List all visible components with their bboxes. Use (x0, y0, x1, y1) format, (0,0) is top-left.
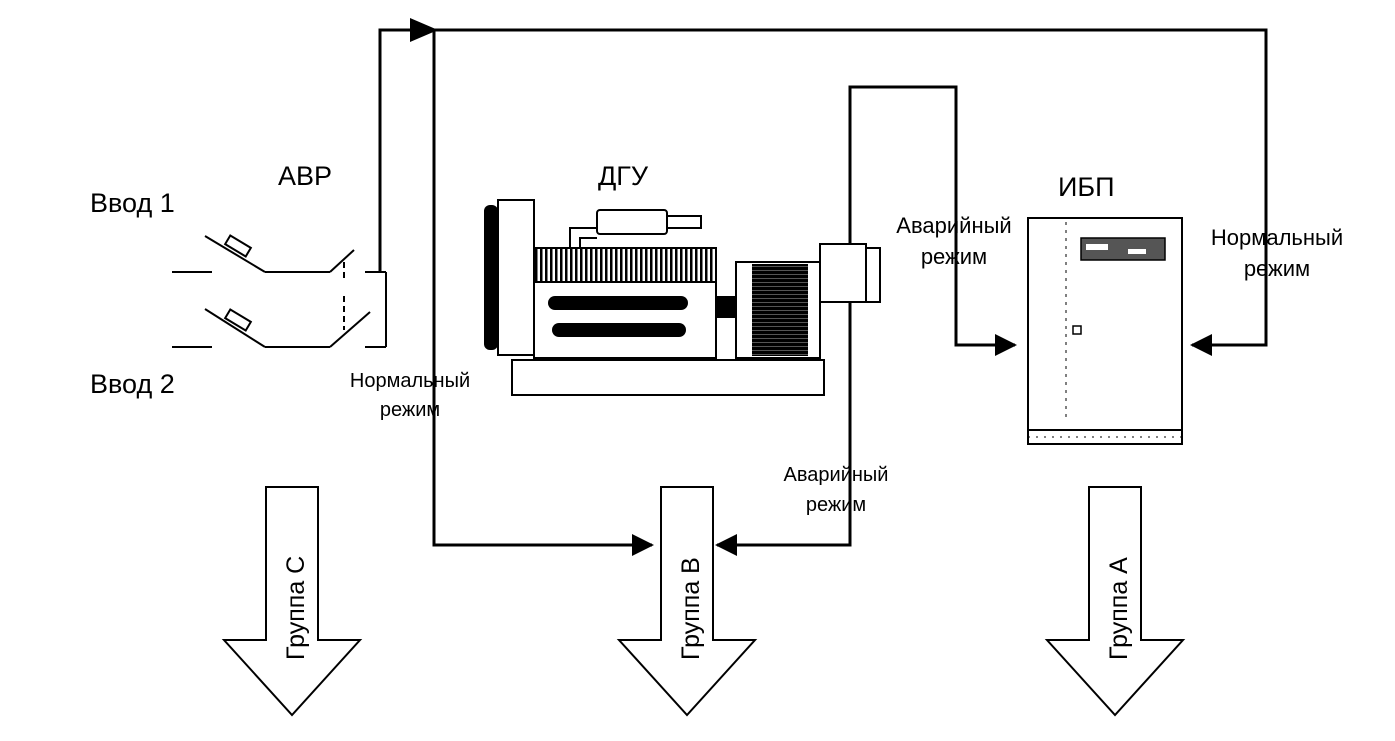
genset-label: ДГУ (598, 161, 649, 191)
emergency-mode-ups-label-line2: режим (921, 244, 987, 269)
normal-mode-ups-label-line2: режим (1244, 256, 1310, 281)
normal-mode-groupb-label-line2: режим (380, 399, 440, 421)
emergency-feed-groupb-line (715, 300, 852, 556)
emergency-feed-ups-line (848, 85, 1017, 356)
group-c-label: Группа С (282, 556, 310, 660)
input2-label: Ввод 2 (90, 369, 175, 399)
normal-mode-ups-label-line1: Нормальный (1211, 225, 1343, 250)
group-c-arrow: Группа С (221, 486, 363, 717)
normal-feed-ups-line (434, 28, 1268, 356)
ups-label: ИБП (1058, 172, 1115, 202)
group-b-label: Группа В (677, 557, 705, 660)
genset-icon (484, 199, 881, 396)
normal-mode-groupb-label-line1: Нормальный (350, 370, 470, 392)
normal-feed-groupb-line (432, 30, 654, 556)
input1-label: Ввод 1 (90, 188, 175, 218)
emergency-mode-groupb-label-line2: режим (806, 494, 866, 516)
emergency-mode-ups-label-line1: Аварийный (896, 213, 1011, 238)
group-b-arrow: Группа В (616, 486, 758, 717)
ups-cabinet-icon (1027, 217, 1183, 445)
ats-switch-symbol (172, 234, 387, 348)
top-arrow-icon (410, 18, 438, 42)
group-a-label: Группа А (1105, 557, 1133, 660)
group-a-arrow: Группа А (1044, 486, 1186, 717)
emergency-mode-groupb-label-line1: Аварийный (784, 464, 889, 486)
ats-output-line (378, 28, 434, 272)
ats-label: АВР (278, 161, 332, 191)
